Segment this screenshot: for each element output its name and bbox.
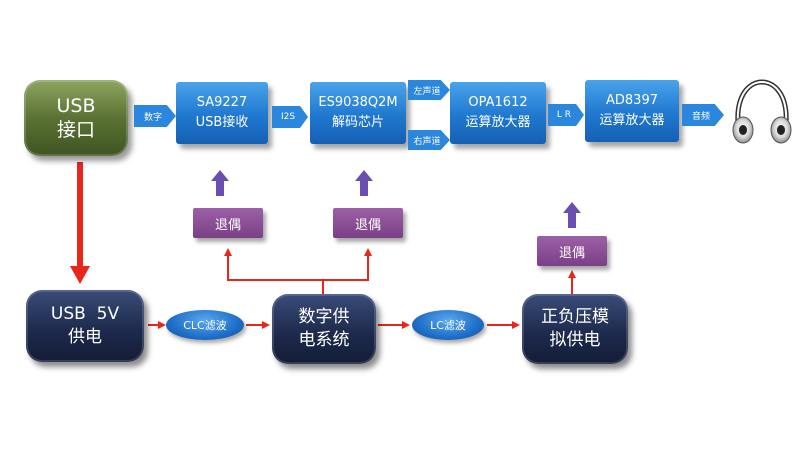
ad8397-block: AD8397 运算放大器 [585,80,679,142]
up-arrow-ad8397 [563,202,581,228]
sa9227-line2: USB接收 [195,115,249,130]
signal-tag-digital: 数字 [134,105,176,127]
analog-power-line1: 正负压模 [541,307,609,327]
usb-5v-line1: USB 5V [50,304,120,324]
analog-power-block: 正负压模 拟供电 [522,294,628,364]
sa9227-line1: SA9227 [196,95,248,110]
digital-power-line1: 数字供 [298,307,350,327]
es9038-line1: ES9038Q2M [318,95,398,110]
usb-5v-block: USB 5V 供电 [26,290,144,362]
es9038-line2: 解码芯片 [331,115,384,130]
opa1612-block: OPA1612 运算放大器 [450,82,546,144]
signal-tag-left: 左声道 [408,80,450,100]
up-arrow-sa9227 [211,170,229,196]
digital-power-branch [224,248,324,294]
usb-5v-line2: 供电 [68,327,102,347]
digital-power-line2: 电系统 [298,330,350,350]
clc-filter: CLC滤波 [166,310,244,340]
usb-port-line2: 接口 [56,119,95,141]
signal-tag-lr: L R [548,104,584,126]
lc-filter: LC滤波 [412,310,484,340]
usb-port-block: USB 接口 [24,80,128,156]
signal-tag-i2s: I2S [272,106,308,128]
headphones-icon [732,79,792,144]
digital-power-block: 数字供 电系统 [272,294,376,364]
up-arrow-es9038 [355,170,373,196]
analog-power-line2: 拟供电 [549,330,601,350]
decouple-block-2: 退偶 [333,208,403,238]
ad8397-line1: AD8397 [606,93,658,108]
signal-tag-right: 右声道 [408,130,450,150]
usb-to-5v-arrowhead [70,266,90,284]
signal-tag-audio: 音频 [682,104,724,126]
opa1612-line2: 运算放大器 [465,115,531,130]
es9038-block: ES9038Q2M 解码芯片 [310,82,406,144]
decouple-block-1: 退偶 [193,208,263,238]
decouple-block-3: 退偶 [537,236,607,266]
digital-power-branch-right [323,248,372,281]
usb-port-line1: USB [56,95,96,117]
ad8397-line2: 运算放大器 [599,113,665,128]
opa1612-line1: OPA1612 [468,95,528,110]
sa9227-block: SA9227 USB接收 [176,82,268,144]
